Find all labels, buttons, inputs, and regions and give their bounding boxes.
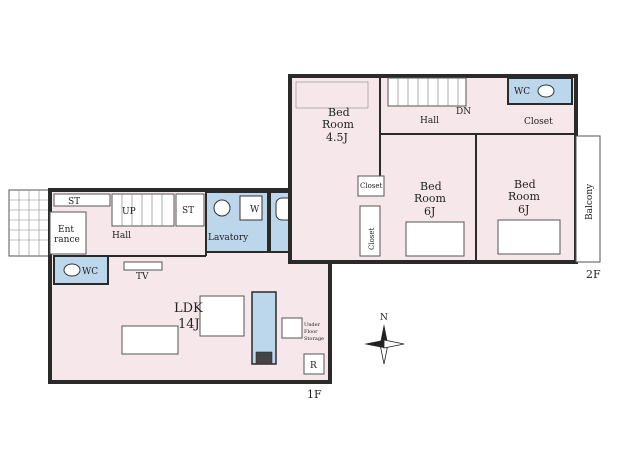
w-mark: W xyxy=(250,205,260,215)
closet-small xyxy=(357,175,385,197)
hall-divider xyxy=(379,78,576,262)
compass-north-label: N xyxy=(380,313,388,323)
sink-icon xyxy=(213,199,231,217)
stove-icon xyxy=(255,351,273,365)
storage-label-1: Under xyxy=(304,322,321,328)
floor1-label: 1F xyxy=(307,388,322,401)
hall-2f-label: Hall xyxy=(420,116,439,126)
closet-small-label: Closet xyxy=(360,182,383,190)
wc-2f xyxy=(507,77,573,105)
sofa xyxy=(121,325,179,355)
wc-1f-label: WC xyxy=(82,267,98,277)
hall-1f-label: Hall xyxy=(112,231,131,241)
storage-label-2: Floor xyxy=(304,329,318,335)
bed-small-line2: Room xyxy=(322,118,355,131)
st-top-label: ST xyxy=(68,197,80,207)
bed-right xyxy=(497,219,561,255)
storage-st xyxy=(175,193,205,227)
compass-east-icon xyxy=(383,339,405,349)
entrance-porch xyxy=(8,189,50,257)
stairs-2f xyxy=(387,77,467,107)
toilet-2f-icon xyxy=(537,84,555,98)
bed-mid xyxy=(405,221,465,257)
st-mid-label: ST xyxy=(182,206,194,216)
entrance-area xyxy=(49,211,87,255)
r-mark: R xyxy=(310,361,317,371)
bed-small xyxy=(295,81,369,109)
balcony xyxy=(575,135,601,263)
bed-small-size: 4.5J xyxy=(326,131,348,144)
up-label: UP xyxy=(122,207,136,217)
floor-2: Bed Room 4.5J Hall DN WC Closet Closet C… xyxy=(288,74,601,281)
wc-1f xyxy=(53,255,109,285)
shoe-storage xyxy=(53,193,111,207)
bed-right-size: 6J xyxy=(518,203,529,216)
wc-2f-label: WC xyxy=(514,87,530,97)
balcony-label: Balcony xyxy=(585,183,595,220)
floor-1: Ent rance ST UP Hall ST W Lavatory UB WC… xyxy=(8,188,332,401)
lavatory-label: Lavatory xyxy=(208,233,249,243)
fridge xyxy=(303,353,325,375)
tv-stand xyxy=(123,261,163,271)
entrance-label-1: Ent xyxy=(58,225,74,235)
ldk-name: LDK xyxy=(174,301,203,316)
stairs-1f xyxy=(111,193,175,227)
closet-left-label: Closet xyxy=(368,227,376,250)
bed-mid-size: 6J xyxy=(424,205,435,218)
ldk-wall xyxy=(108,252,207,257)
bed-small-line1: Bed xyxy=(328,106,350,119)
storage-label-3: Storage xyxy=(304,336,324,342)
bed-mid-line1: Bed xyxy=(420,180,442,193)
compass-west-icon xyxy=(364,340,384,348)
floor2-label: 2F xyxy=(586,268,601,281)
ldk-size: 14J xyxy=(178,317,200,332)
under-floor-storage xyxy=(281,317,303,339)
toilet-1f-icon xyxy=(63,263,81,277)
dn-label: DN xyxy=(456,107,471,117)
bed-right-line2: Room xyxy=(508,190,541,203)
closet-left xyxy=(359,205,381,257)
compass: N xyxy=(364,313,405,365)
closet-top-label: Closet xyxy=(524,117,553,127)
washer-icon xyxy=(239,195,263,221)
bed-right-line1: Bed xyxy=(514,178,536,191)
tv-label: TV xyxy=(136,272,149,282)
compass-north-icon xyxy=(380,324,388,344)
dining-table xyxy=(199,295,245,337)
entrance-label-2: rance xyxy=(54,235,80,245)
bed-mid-line2: Room xyxy=(414,192,447,205)
